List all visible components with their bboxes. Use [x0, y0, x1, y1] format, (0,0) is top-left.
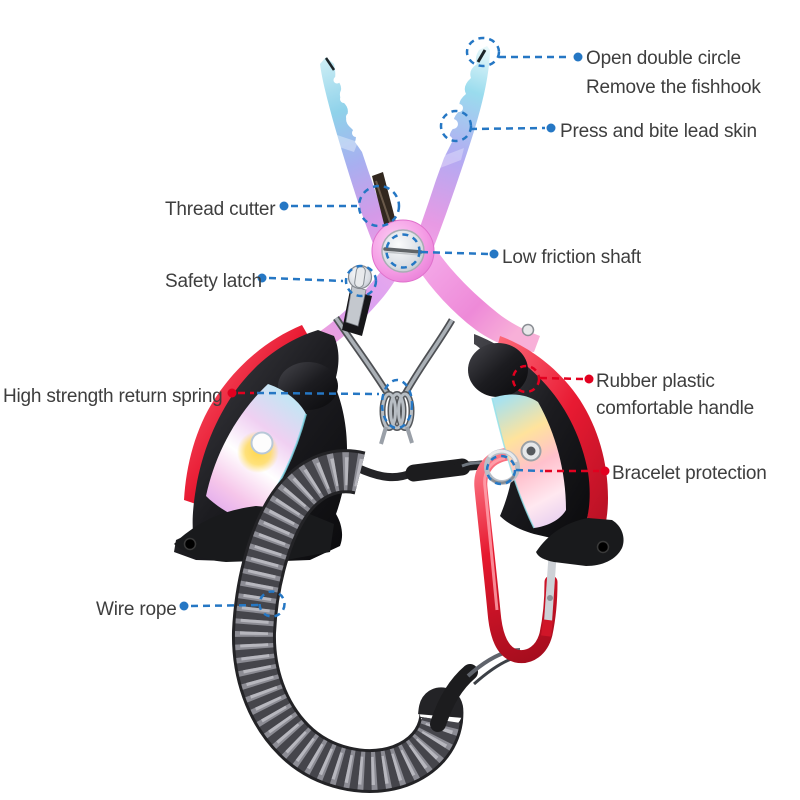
press-bite-dot: [546, 123, 556, 133]
label-open-double-circle: Open double circle Remove the fishhook: [586, 44, 761, 102]
pivot-marker: [385, 233, 421, 269]
right-handle: [468, 334, 624, 566]
lanyard-sleeve-top: [356, 458, 489, 482]
label-rubber-handle: Rubber plastic comfortable handle: [596, 368, 754, 422]
label-bracelet-protection: Bracelet protection: [612, 463, 767, 484]
bracelet-marker: [485, 454, 517, 486]
carabiner-gate: [541, 548, 557, 637]
bracelet-leader-blue: [515, 468, 544, 473]
return-spring-marker: [380, 378, 414, 430]
return-spring-dot: [227, 388, 237, 398]
safety-latch: [342, 264, 373, 336]
wire-rope-dot: [179, 601, 189, 611]
pivot-screw: [371, 219, 435, 283]
label-rubber-handle-line1: Rubber plastic: [596, 371, 715, 392]
wire-rope-leader: [190, 603, 263, 608]
open-double-circle-marker: [465, 36, 501, 68]
right-handle-tip: [536, 518, 624, 566]
thread-cutter-marker: [357, 184, 401, 228]
wire-rope-coil: [231, 449, 464, 793]
label-open-double-circle-line1: Open double circle: [586, 48, 741, 69]
spring-coil: [379, 391, 415, 445]
rubber-handle-dot: [584, 374, 594, 384]
label-wire-rope: Wire rope: [96, 599, 177, 620]
label-return-spring: High strength return spring: [3, 386, 223, 407]
low-friction-dot: [489, 249, 499, 259]
return-spring: [333, 316, 456, 445]
left-handle-hole: [250, 431, 274, 455]
safety-latch-dot: [257, 273, 267, 283]
safety-latch-marker: [344, 264, 378, 298]
wire-rope-marker: [258, 590, 286, 618]
rubber-handle-marker: [511, 364, 541, 394]
bracelet-dot: [600, 466, 610, 476]
label-low-friction-shaft: Low friction shaft: [502, 247, 641, 268]
press-bite-leader: [469, 126, 546, 131]
open-double-circle-dot: [573, 52, 583, 62]
return-spring-leader-blue: [256, 391, 380, 396]
label-safety-latch: Safety latch: [165, 271, 262, 292]
thread-cutter-dot: [279, 201, 289, 211]
label-open-double-circle-line2: Remove the fishhook: [586, 77, 761, 98]
callout-markers: [179, 36, 610, 618]
lanyard-sleeve-bottom: [430, 648, 523, 732]
label-thread-cutter: Thread cutter: [165, 199, 276, 220]
press-bite-marker: [439, 109, 473, 143]
safety-latch-leader: [268, 276, 344, 283]
label-press-bite: Press and bite lead skin: [560, 121, 757, 142]
label-rubber-handle-line2: comfortable handle: [596, 398, 755, 419]
